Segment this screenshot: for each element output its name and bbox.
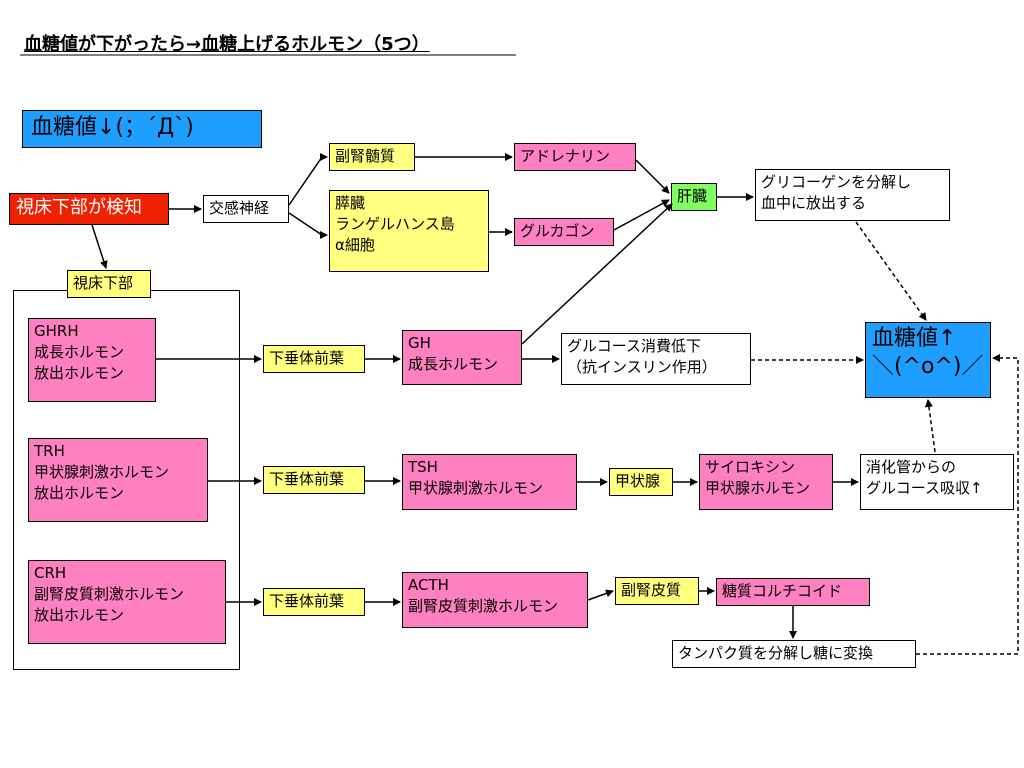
- arrow-glucagon-to-liver: [613, 199, 670, 231]
- trh-node: TRH 甲状腺刺激ホルモン 放出ホルモン: [28, 438, 208, 522]
- liver-node: 肝臓: [671, 183, 717, 211]
- adrenaline-node: アドレナリン: [514, 143, 636, 171]
- gut-glucose-absorption-node: 消化管からの グルコース吸収↑: [860, 454, 1014, 510]
- glucocorticoid-node: 糖質コルチコイド: [716, 578, 870, 606]
- arrow-acth-to-adrenal-cortex: [587, 589, 614, 601]
- blood-sugar-up-node: 血糖値↑ ＼(^o^)／: [865, 322, 991, 398]
- adrenal-medulla-node: 副腎髄質: [329, 143, 415, 171]
- blood-sugar-low-node: 血糖値↓(；´Д`): [22, 110, 262, 148]
- glucose-consumption-down-node: グルコース消費低下 （抗インスリン作用）: [561, 333, 751, 385]
- glycogen-breakdown-node: グリコーゲンを分解し 血中に放出する: [755, 169, 950, 221]
- thyroid-node: 甲状腺: [609, 468, 673, 496]
- arrow-sympathetic-to-medulla: [288, 153, 328, 206]
- ghrh-node: GHRH 成長ホルモン 放出ホルモン: [28, 318, 156, 402]
- anterior-pituitary-node-1: 下垂体前葉: [263, 345, 365, 373]
- pancreas-alpha-cell-node: 膵臓 ランゲルハンス島 α細胞: [329, 190, 489, 272]
- arrow-glycogen-to-sugar-up: [855, 221, 927, 321]
- tsh-node: TSH 甲状腺刺激ホルモン: [402, 454, 577, 510]
- arrow-adrenaline-to-liver: [635, 159, 670, 194]
- acth-node: ACTH 副腎皮質刺激ホルモン: [402, 572, 588, 628]
- hypothalamus-label: 視床下部: [67, 270, 151, 298]
- gh-node: GH 成長ホルモン: [402, 330, 522, 385]
- arrow-sympathetic-to-pancreas: [288, 212, 328, 239]
- crh-node: CRH 副腎皮質刺激ホルモン 放出ホルモン: [28, 560, 226, 644]
- page-title: 血糖値が下がったら→血糖上げるホルモン（5つ）: [24, 34, 430, 55]
- glucagon-node: グルカゴン: [514, 218, 614, 246]
- hypothalamus-detect-node: 視床下部が検知: [9, 193, 169, 225]
- anterior-pituitary-node-3: 下垂体前葉: [263, 588, 365, 616]
- anterior-pituitary-node-2: 下垂体前葉: [263, 466, 365, 494]
- arrow-gut-to-sugar-up: [924, 399, 936, 453]
- thyroxine-node: サイロキシン 甲状腺ホルモン: [699, 454, 833, 510]
- adrenal-cortex-node: 副腎皮質: [615, 577, 699, 605]
- sympathetic-nerve-node: 交感神経: [203, 195, 289, 223]
- arrow-detect-to-hypothalamus: [91, 224, 108, 269]
- protein-breakdown-node: タンパク質を分解し糖に変換: [672, 640, 916, 668]
